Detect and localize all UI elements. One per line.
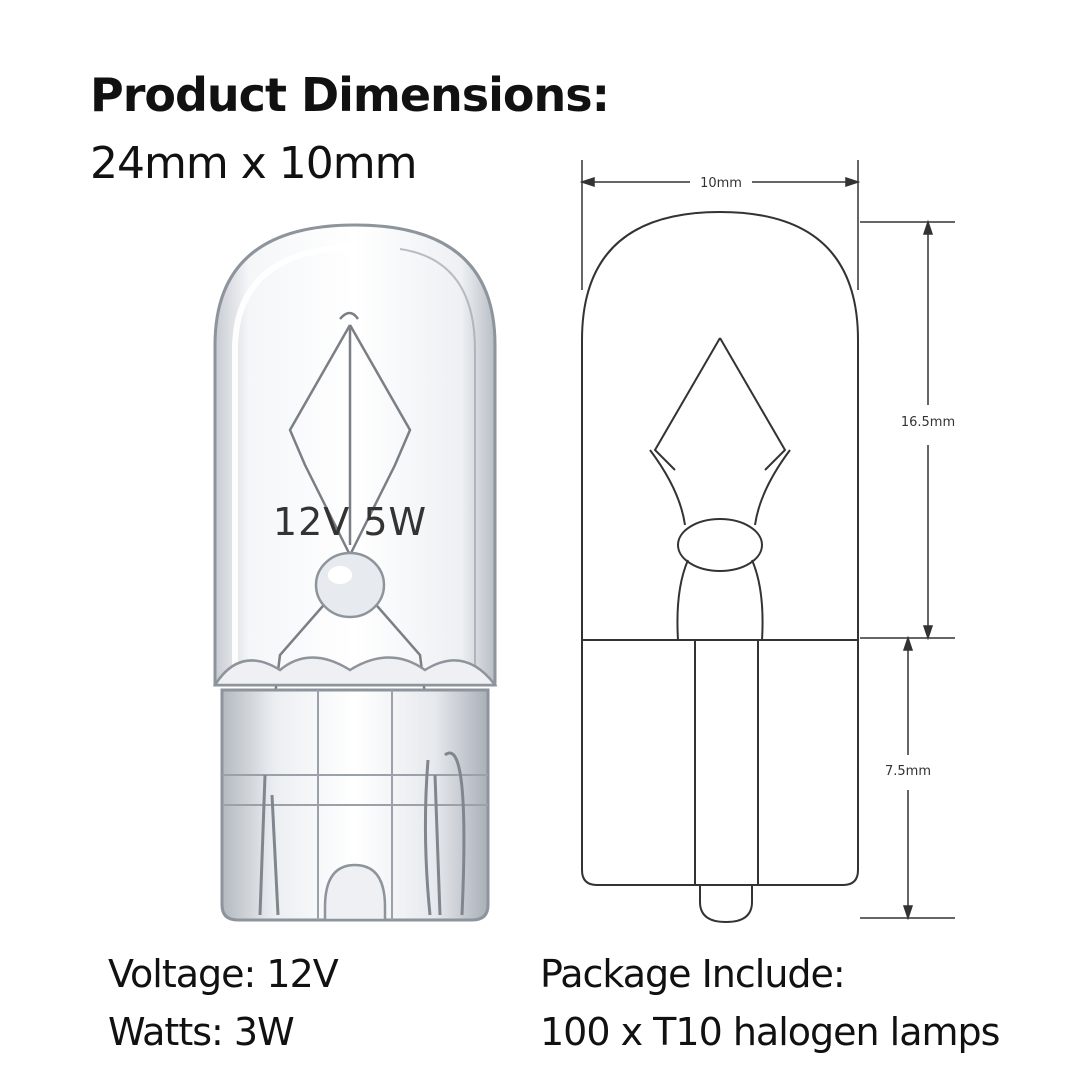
glass-height-label: 16.5mm xyxy=(901,415,955,430)
diagram-bead xyxy=(677,518,763,572)
package-heading: Package Include: xyxy=(540,952,846,996)
diagram-filament xyxy=(653,337,721,471)
bulb-tip xyxy=(323,863,387,922)
dimension-diagram: 10mm 16.5mm 7.5mm xyxy=(579,160,955,924)
watts-spec: Watts: 3W xyxy=(108,1010,295,1054)
diagram-base-outline xyxy=(581,615,859,886)
bulb-glass xyxy=(213,223,497,687)
product-size: 24mm x 10mm xyxy=(90,138,417,189)
page-title: Product Dimensions: xyxy=(90,68,610,122)
voltage-spec: Voltage: 12V xyxy=(108,952,339,996)
diagram-tip xyxy=(699,885,753,924)
width-label: 10mm xyxy=(700,176,742,191)
base-height-label: 7.5mm xyxy=(885,764,931,779)
bulb-marking: 12V 5W xyxy=(273,500,427,544)
package-item: 100 x T10 halogen lamps xyxy=(540,1010,1000,1054)
diagram-bulb-outline xyxy=(581,210,859,615)
bulb-photo: 12V 5W xyxy=(212,223,498,922)
glass-bead xyxy=(314,551,386,619)
